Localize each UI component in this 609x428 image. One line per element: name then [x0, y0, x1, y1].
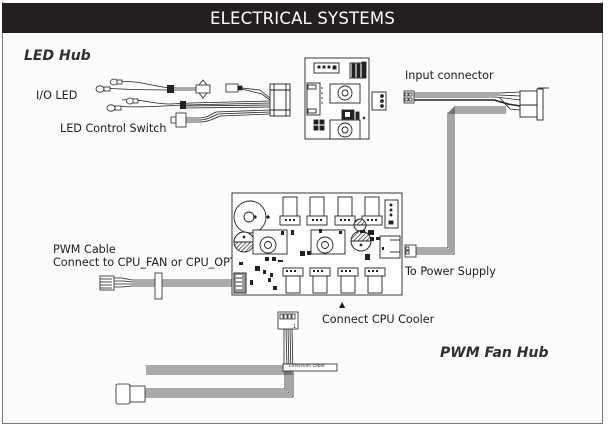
led-hub-connector [269, 83, 291, 117]
led-hub-title: LED Hub [24, 48, 91, 64]
pwm-cable [114, 277, 232, 288]
connect-cpu-cooler-label: Connect CPU Cooler [322, 313, 435, 326]
pwm-cable-label: PWM Cable [53, 243, 116, 256]
cable-sleeve [180, 101, 186, 109]
to-power-supply-label: To Power Supply [405, 265, 496, 278]
pwm-cable-connector [99, 272, 163, 300]
extension-cable-tag: Extension cable [289, 364, 325, 369]
smd-components [239, 229, 384, 290]
input-connector-label: Input connector [405, 69, 494, 82]
led-bulb-icon [95, 78, 139, 112]
led-control-switch-icon [170, 109, 271, 128]
led-control-switch-label: LED Control Switch [60, 122, 167, 135]
header-pins [236, 219, 378, 289]
pwm-cable-connect-label: Connect to CPU_FAN or CPU_OPT [53, 256, 237, 269]
pwm-fan-hub-board [231, 192, 403, 296]
led-inline-connector [195, 79, 243, 99]
page-title: ELECTRICAL SYSTEMS [2, 3, 603, 33]
extension-cable [115, 311, 338, 405]
extension-cable-wires-lower [145, 372, 294, 398]
led-hub-board [304, 57, 387, 140]
power-supply-cable [404, 200, 455, 258]
cable-sleeve [167, 85, 174, 93]
pwm-fan-hub-title: PWM Fan Hub [440, 345, 549, 361]
pin-one-marker: 1 [293, 324, 297, 330]
io-led-label: I/O LED [36, 89, 78, 102]
cpu-cooler-arrow-icon: ▲ [339, 300, 346, 309]
input-connector-cable [403, 90, 521, 200]
molex-power-connector [519, 87, 549, 121]
